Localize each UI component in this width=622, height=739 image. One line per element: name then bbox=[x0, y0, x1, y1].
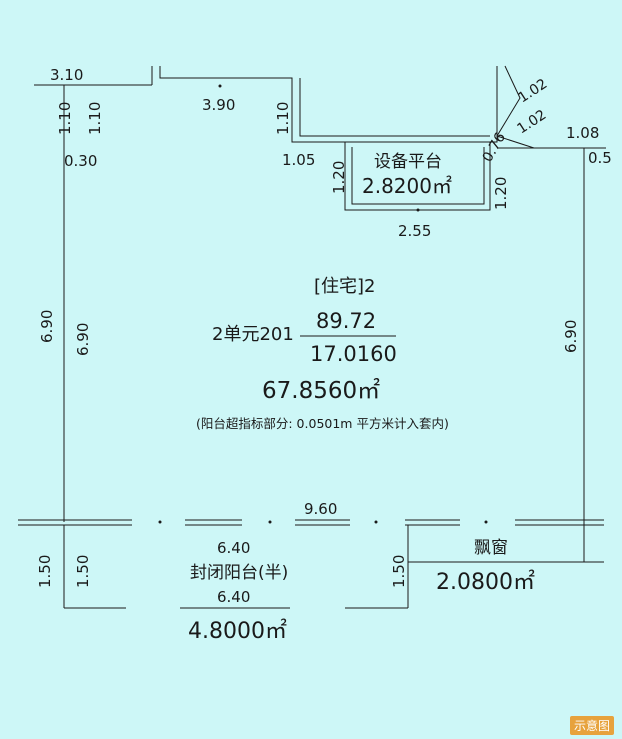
dim-030: 0.30 bbox=[64, 152, 97, 170]
dim-102-a: 1.02 bbox=[515, 76, 550, 106]
dim-150-a: 1.50 bbox=[36, 555, 54, 588]
main-unit: 2单元201 bbox=[212, 324, 294, 345]
dim-640-top: 6.40 bbox=[217, 539, 250, 557]
dim-690-left-a: 6.90 bbox=[38, 310, 56, 343]
dim-310: 3.10 bbox=[50, 66, 83, 84]
dim-640-bottom: 6.40 bbox=[217, 588, 250, 606]
dim-690-left-b: 6.90 bbox=[74, 323, 92, 356]
wall-top-inner bbox=[299, 78, 490, 137]
dim-105: 1.05 bbox=[282, 151, 315, 169]
bay-window-area: 2.0800㎡ bbox=[436, 569, 535, 595]
dim-076: 0.76 bbox=[480, 130, 509, 165]
main-area: 67.8560㎡ bbox=[262, 378, 380, 404]
dim-150-b: 1.50 bbox=[74, 555, 92, 588]
dim-108: 1.08 bbox=[566, 124, 599, 142]
dim-150-c: 1.50 bbox=[390, 555, 408, 588]
main-type: [住宅]2 bbox=[314, 276, 376, 297]
dim-390: 3.90 bbox=[202, 96, 235, 114]
dim-960: 9.60 bbox=[304, 500, 337, 518]
dim-110-a: 1.10 bbox=[56, 102, 74, 135]
balcony-area: 4.8000㎡ bbox=[188, 618, 287, 644]
wall-lines bbox=[18, 65, 606, 609]
bay-window-name: 飘窗 bbox=[474, 538, 508, 558]
equipment-inner bbox=[351, 147, 485, 205]
main-shared-area: 17.0160 bbox=[310, 342, 397, 366]
dim-120-left: 1.20 bbox=[330, 161, 348, 194]
equipment-name: 设备平台 bbox=[374, 152, 442, 172]
main-build-area: 89.72 bbox=[316, 309, 376, 333]
wall-top-outer bbox=[159, 66, 498, 143]
schematic-badge: 示意图 bbox=[569, 716, 614, 735]
dim-120-right: 1.20 bbox=[492, 177, 510, 210]
balcony-name: 封闭阳台(半) bbox=[190, 563, 288, 583]
main-note: (阳台超指标部分: 0.0501m 平方米计入套内) bbox=[196, 416, 449, 431]
dot-markers bbox=[158, 84, 488, 524]
dim-110-mid: 1.10 bbox=[274, 102, 292, 135]
wall-diagonal-inner bbox=[496, 135, 535, 149]
dim-110-b: 1.10 bbox=[86, 102, 104, 135]
dim-05: 0.5 bbox=[588, 149, 612, 167]
wall-diagonal-outer bbox=[496, 65, 521, 137]
dim-690-right: 6.90 bbox=[562, 320, 580, 353]
equipment-area: 2.8200㎡ bbox=[362, 174, 452, 198]
dim-102-b: 1.02 bbox=[514, 107, 549, 137]
dim-255: 2.55 bbox=[398, 222, 431, 240]
